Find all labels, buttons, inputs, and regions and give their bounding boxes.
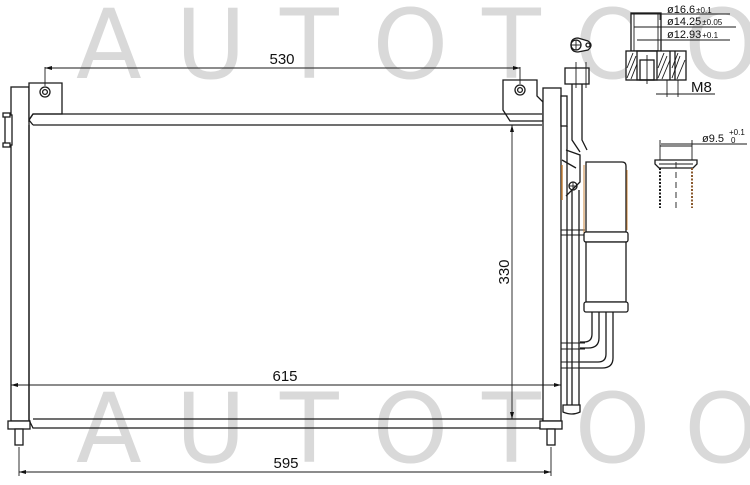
mount-tab-right bbox=[502, 79, 544, 122]
dim-core-height: 330 bbox=[496, 125, 514, 419]
pipe-detail: ø9.5 +0.1 0 bbox=[654, 128, 747, 208]
fitting-detail: M8 ø16.6±0.1 ø14.25±0.05 ø12.93+0.1 bbox=[625, 4, 736, 97]
pipe-diameter-label: ø9.5 bbox=[702, 133, 724, 145]
dim-530-label: 530 bbox=[269, 51, 294, 68]
dim-core-width: 615 bbox=[11, 368, 561, 387]
mount-tab-left bbox=[28, 82, 63, 123]
dim-595-label: 595 bbox=[273, 455, 298, 472]
dim-mount-spacing: 530 bbox=[44, 51, 521, 86]
dim-330-label: 330 bbox=[496, 259, 513, 284]
dim-615-label: 615 bbox=[272, 368, 297, 385]
receiver-drier bbox=[580, 161, 629, 369]
dim-overall-width: 595 bbox=[18, 447, 552, 476]
pipe-tol-lower: 0 bbox=[731, 136, 736, 145]
thread-label: M8 bbox=[691, 79, 712, 96]
inner-diameter-label: ø12.93+0.1 bbox=[667, 29, 719, 41]
left-tank bbox=[2, 86, 31, 446]
outer-diameter-label: ø16.6±0.1 bbox=[667, 4, 712, 16]
pipe-assembly bbox=[561, 37, 592, 415]
right-tank bbox=[539, 87, 568, 446]
pipe-tol-upper: +0.1 bbox=[729, 128, 745, 137]
watermark-bottom: AUTOTOOT bbox=[76, 373, 750, 480]
mid-diameter-label: ø14.25±0.05 bbox=[667, 16, 723, 28]
